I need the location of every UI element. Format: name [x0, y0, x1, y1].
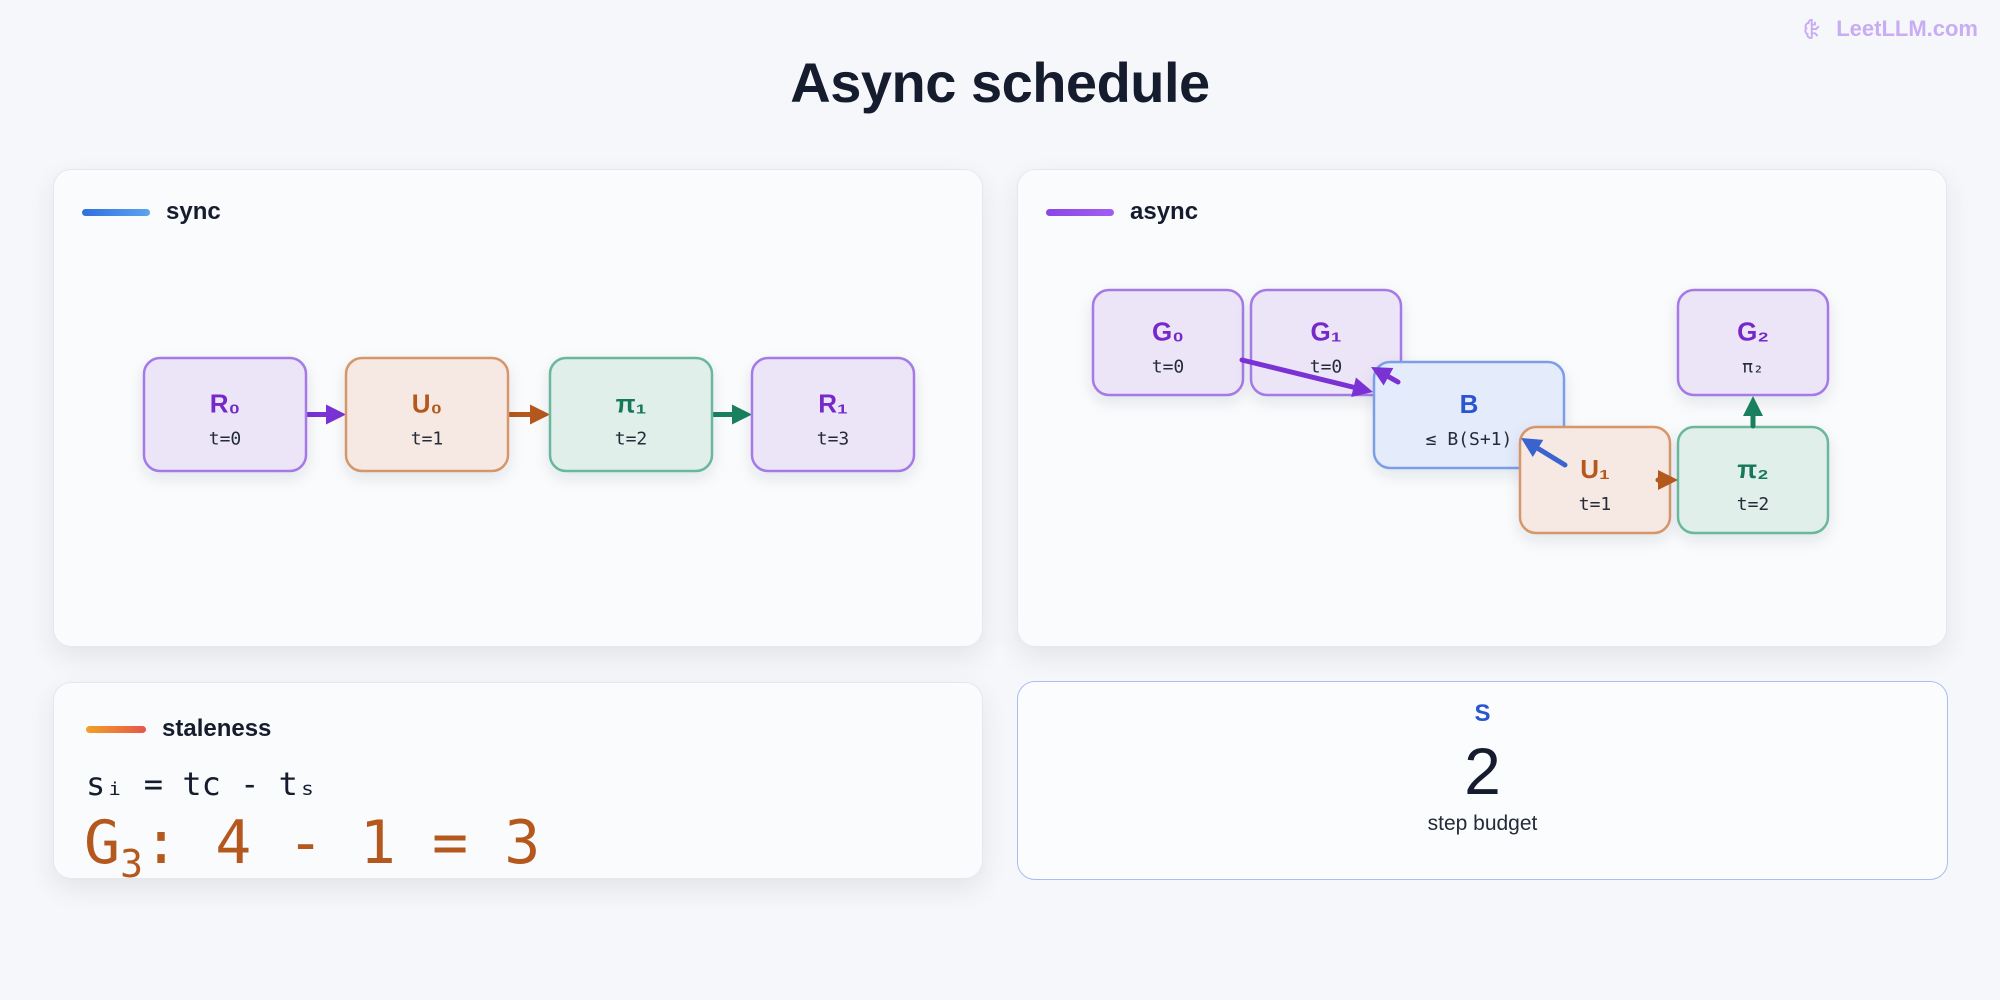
staleness-example-lead: G [84, 808, 121, 878]
node-u1-label: U₁ [1580, 454, 1610, 484]
node-r0: R₀ t=0 [142, 356, 308, 473]
edge-pi2-g2 [1743, 396, 1763, 429]
brain-icon [1804, 18, 1820, 39]
node-g0-label: G₀ [1152, 317, 1184, 347]
staleness-accent-bar [86, 725, 146, 733]
edge-u1-b [1521, 438, 1568, 468]
brand-text: LeetLLM.com [1836, 16, 1978, 41]
node-r1-box [750, 356, 916, 473]
edge-pi1-r1 [709, 404, 752, 425]
node-u0-box [344, 356, 510, 473]
node-pi2: π₂ t=2 [1676, 425, 1830, 535]
node-u1: U₁ t=1 [1518, 425, 1672, 535]
async-header: async [1046, 198, 1198, 226]
node-g1-label: G₁ [1311, 317, 1342, 347]
budget-label: S [1474, 700, 1491, 727]
async-heading: async [1130, 198, 1199, 225]
node-g2-box [1676, 288, 1830, 397]
staleness-example-tail: : 4 - 1 = 3 [143, 808, 541, 878]
edge-u0-pi1 [505, 404, 550, 425]
sync-heading: sync [166, 198, 221, 225]
node-pi1: π₁ t=2 [548, 356, 714, 473]
page-title: Async schedule [790, 51, 1210, 114]
async-accent-bar [1046, 208, 1114, 216]
edge-r0-u0 [303, 404, 346, 425]
node-g0-sub: t=0 [1152, 357, 1185, 378]
staleness-example: G3: 4 - 1 = 3 [84, 813, 540, 883]
sync-panel: sync R₀ t=0 U₀ t=1 π₁ t=2 R₁ t=3 [53, 169, 983, 647]
node-r0-label: R₀ [210, 389, 241, 419]
node-pi2-label: π₂ [1737, 454, 1768, 484]
staleness-formula: sᵢ = tc - tₛ [86, 765, 318, 803]
edge-g0-b [1239, 357, 1373, 397]
node-b-label: B [1460, 389, 1479, 419]
node-g1-sub: t=0 [1310, 357, 1343, 378]
node-g1: G₁ t=0 [1249, 288, 1403, 397]
budget-panel: S 2 step budget [1017, 681, 1948, 880]
edge-u1-pi2 [1655, 470, 1678, 490]
staleness-panel: staleness sᵢ = tc - tₛ G3: 4 - 1 = 3 [53, 682, 983, 883]
edge-g1-b [1371, 367, 1401, 386]
node-r0-box [142, 356, 308, 473]
node-u1-sub: t=1 [1579, 494, 1612, 515]
sync-accent-bar [82, 208, 150, 216]
node-r1-label: R₁ [818, 389, 848, 419]
node-b: B ≤ B(S+1) [1372, 360, 1566, 470]
async-diagram: G₀ t=0 G₁ t=0B ≤ B(S+1) U₁ t=1 π₂ t=2 G₂ π₂ [1091, 288, 1830, 535]
staleness-heading: staleness [162, 715, 272, 742]
node-pi2-sub: t=2 [1737, 494, 1770, 515]
staleness-example-sub: 3 [120, 842, 144, 886]
node-pi1-sub: t=2 [615, 429, 648, 450]
node-g2-label: G₂ [1737, 317, 1769, 347]
sync-diagram: R₀ t=0 U₀ t=1 π₁ t=2 R₁ t=3 [142, 356, 916, 473]
node-g0-box [1091, 288, 1245, 397]
node-r1: R₁ t=3 [750, 356, 916, 473]
node-pi1-box [548, 356, 714, 473]
node-r1-sub: t=3 [817, 429, 850, 450]
node-b-sub: ≤ B(S+1) [1426, 429, 1513, 450]
staleness-header: staleness [86, 715, 271, 743]
node-g1-box [1249, 288, 1403, 397]
node-u0-sub: t=1 [411, 429, 444, 450]
sync-header: sync [82, 198, 221, 226]
node-pi1-label: π₁ [616, 389, 647, 419]
node-u0: U₀ t=1 [344, 356, 510, 473]
node-g2: G₂ π₂ [1676, 288, 1830, 397]
budget-value: 2 [1464, 734, 1501, 808]
node-g0: G₀ t=0 [1091, 288, 1245, 397]
budget-caption: step budget [1427, 812, 1538, 835]
node-r0-sub: t=0 [209, 429, 242, 450]
node-g2-sub: π₂ [1742, 357, 1764, 378]
node-b-box [1372, 360, 1566, 470]
brand-logo: LeetLLM.com [1802, 12, 1978, 46]
node-u0-label: U₀ [412, 389, 443, 419]
